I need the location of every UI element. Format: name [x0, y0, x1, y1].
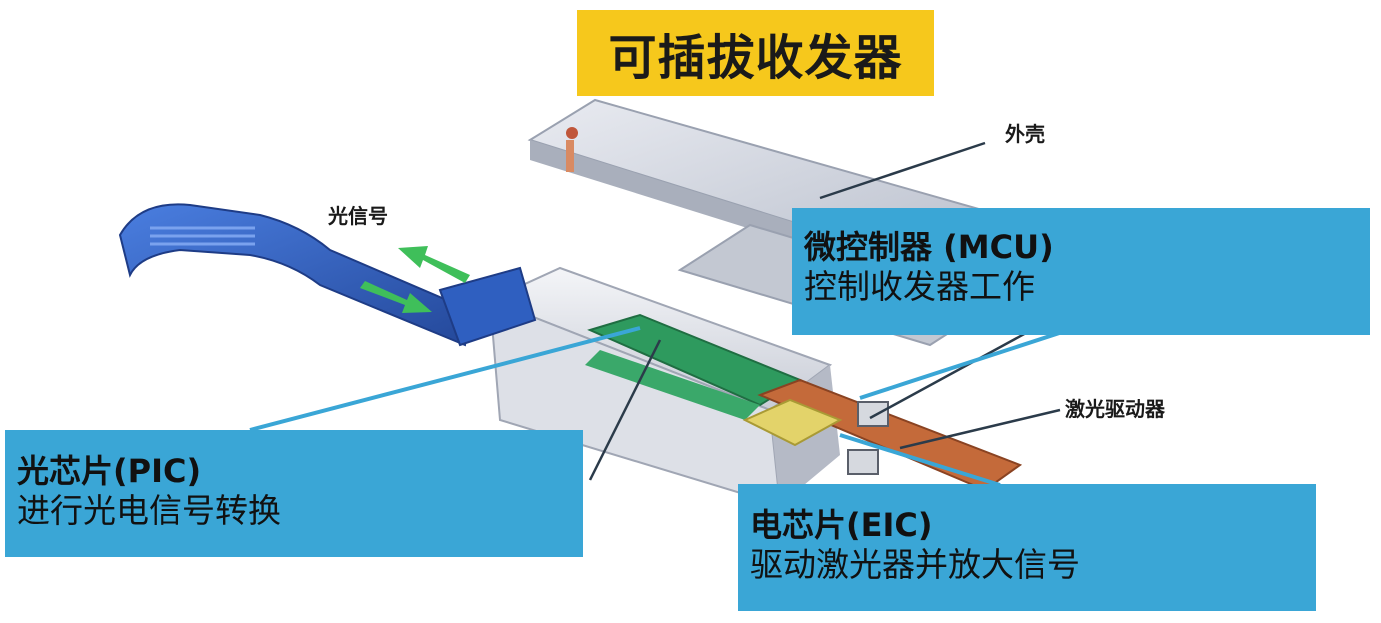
callout-eic-title: 电芯片(EIC): [750, 506, 933, 544]
callout-pic: 光芯片(PIC) 进行光电信号转换: [5, 430, 583, 557]
callout-pic-description: 进行光电信号转换: [17, 491, 281, 531]
optical-signal-arrows: [360, 246, 470, 313]
callout-pic-title: 光芯片(PIC): [17, 452, 202, 490]
label-optical-signal: 光信号: [328, 204, 388, 228]
label-laser-driver: 激光驱动器: [1065, 397, 1165, 421]
pcb-board: [585, 313, 1023, 492]
pull-tab-handle: [118, 203, 537, 347]
callout-eic: 电芯片(EIC) 驱动激光器并放大信号: [738, 484, 1316, 611]
callout-mcu-description: 控制收发器工作: [804, 267, 1035, 307]
page-title: 可插拔收发器: [608, 30, 903, 86]
label-shell: 外壳: [1005, 122, 1045, 146]
callout-eic-description: 驱动激光器并放大信号: [750, 545, 1080, 585]
leader-lines: [249, 141, 1091, 487]
callout-mcu-title: 微控制器 (MCU): [804, 228, 1054, 266]
title-banner: 可插拔收发器: [577, 10, 934, 96]
callout-mcu: 微控制器 (MCU) 控制收发器工作: [792, 208, 1370, 335]
